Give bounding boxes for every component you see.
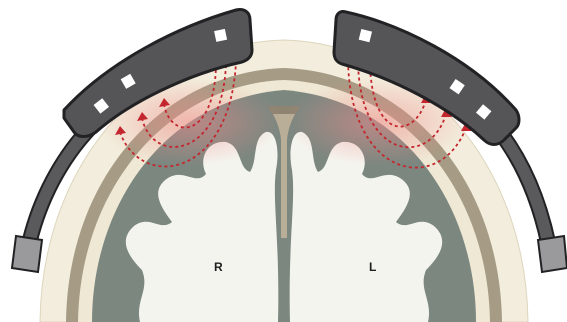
white-square-icon [214, 29, 227, 42]
cable-tip-icon [12, 236, 42, 272]
right-hemisphere-label: R [214, 261, 223, 273]
left-hemisphere-label: L [369, 261, 376, 273]
cable-tip-icon [538, 236, 567, 272]
